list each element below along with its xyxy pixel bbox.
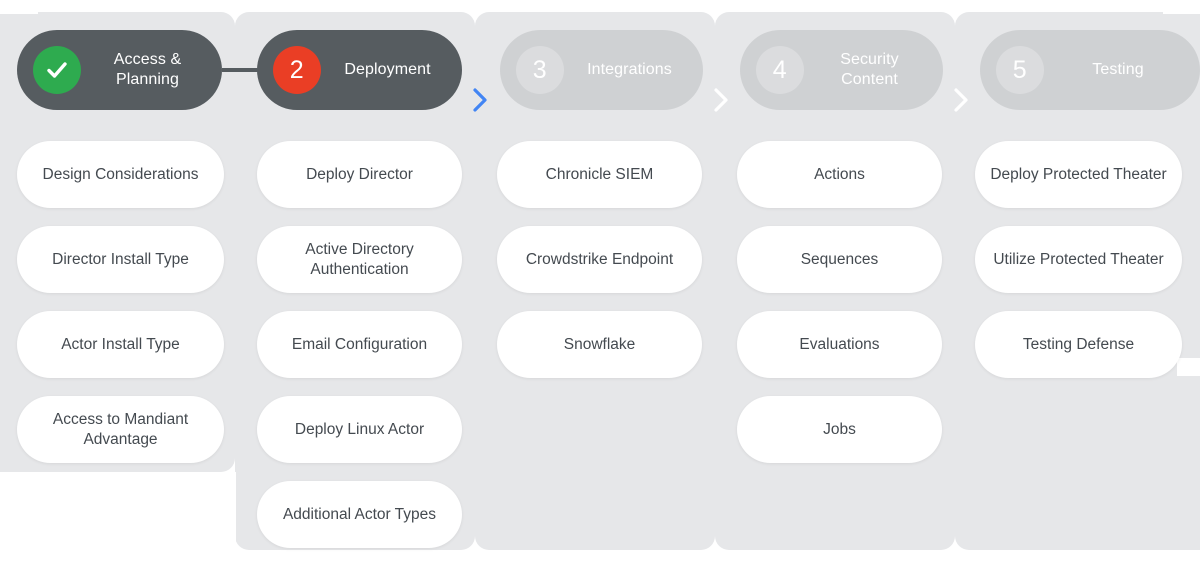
step-status-badge-3: 3 xyxy=(516,46,564,94)
chevron-right-icon-1 xyxy=(473,88,487,112)
card-label: Crowdstrike Endpoint xyxy=(525,250,674,268)
stepper: Access & Planning 2 Deployment 3 Integra… xyxy=(0,30,1200,112)
step-status-badge-2: 2 xyxy=(273,46,321,94)
card-sequences[interactable]: Sequences xyxy=(737,226,942,293)
step-status-badge-1 xyxy=(33,46,81,94)
card-label: Additional Actor Types xyxy=(282,505,437,523)
card-jobs[interactable]: Jobs xyxy=(737,396,942,463)
card-actions[interactable]: Actions xyxy=(737,141,942,208)
card-deploy-linux-actor[interactable]: Deploy Linux Actor xyxy=(257,396,462,463)
card-label: Deploy Director xyxy=(306,165,413,183)
step-label-1: Access & Planning xyxy=(113,51,182,88)
card-additional-actor-types[interactable]: Additional Actor Types xyxy=(257,481,462,548)
card-label: Director Install Type xyxy=(52,250,189,268)
card-snowflake[interactable]: Snowflake xyxy=(497,311,702,378)
card-label: Sequences xyxy=(800,250,879,268)
step-label-3: Integrations xyxy=(587,61,672,78)
chevron-right-icon-3 xyxy=(954,88,968,112)
card-actor-install-type[interactable]: Actor Install Type xyxy=(17,311,224,378)
step-access-and-planning[interactable]: Access & Planning xyxy=(17,30,222,110)
card-evaluations[interactable]: Evaluations xyxy=(737,311,942,378)
card-label: Chronicle SIEM xyxy=(545,165,654,183)
card-design-considerations[interactable]: Design Considerations xyxy=(17,141,224,208)
step-connector-line xyxy=(222,68,258,72)
step-label-5: Testing xyxy=(1092,61,1144,78)
card-label: Snowflake xyxy=(563,335,636,353)
card-label: Deploy Protected Theater xyxy=(990,165,1167,183)
step-deployment[interactable]: 2 Deployment xyxy=(257,30,462,110)
notch-right-middle xyxy=(1177,358,1200,376)
card-testing-defense[interactable]: Testing Defense xyxy=(975,311,1182,378)
card-label: Access to Mandiant Advantage xyxy=(52,410,189,448)
card-access-to-mandiant-advantage[interactable]: Access to Mandiant Advantage xyxy=(17,396,224,463)
card-email-configuration[interactable]: Email Configuration xyxy=(257,311,462,378)
notch-top-right xyxy=(1163,0,1200,14)
card-label: Email Configuration xyxy=(291,335,428,353)
card-active-directory-authentication[interactable]: Active Directory Authentication xyxy=(257,226,462,293)
notch-top-left xyxy=(0,0,38,14)
card-label: Utilize Protected Theater xyxy=(993,250,1164,268)
step-status-badge-5: 5 xyxy=(996,46,1044,94)
step-status-badge-4: 4 xyxy=(756,46,804,94)
card-director-install-type[interactable]: Director Install Type xyxy=(17,226,224,293)
check-icon xyxy=(47,62,67,78)
card-deploy-protected-theater[interactable]: Deploy Protected Theater xyxy=(975,141,1182,208)
step-label-2: Deployment xyxy=(344,61,431,78)
step-security-content[interactable]: 4 Security Content xyxy=(740,30,943,110)
card-label: Actor Install Type xyxy=(61,335,180,353)
card-label: Jobs xyxy=(823,420,856,438)
step-integrations[interactable]: 3 Integrations xyxy=(500,30,703,110)
card-label: Testing Defense xyxy=(1022,335,1135,353)
card-label: Active Directory Authentication xyxy=(305,240,414,278)
card-label: Actions xyxy=(814,165,865,183)
card-label: Evaluations xyxy=(799,335,880,353)
card-deploy-director[interactable]: Deploy Director xyxy=(257,141,462,208)
step-label-4: Security Content xyxy=(840,51,899,88)
chevron-right-icon-2 xyxy=(714,88,728,112)
step-testing[interactable]: 5 Testing xyxy=(980,30,1200,110)
card-crowdstrike-endpoint[interactable]: Crowdstrike Endpoint xyxy=(497,226,702,293)
card-chronicle-siem[interactable]: Chronicle SIEM xyxy=(497,141,702,208)
card-label: Deploy Linux Actor xyxy=(294,420,425,438)
card-label: Design Considerations xyxy=(42,165,199,183)
notch-bottom-left xyxy=(0,472,236,566)
card-utilize-protected-theater[interactable]: Utilize Protected Theater xyxy=(975,226,1182,293)
